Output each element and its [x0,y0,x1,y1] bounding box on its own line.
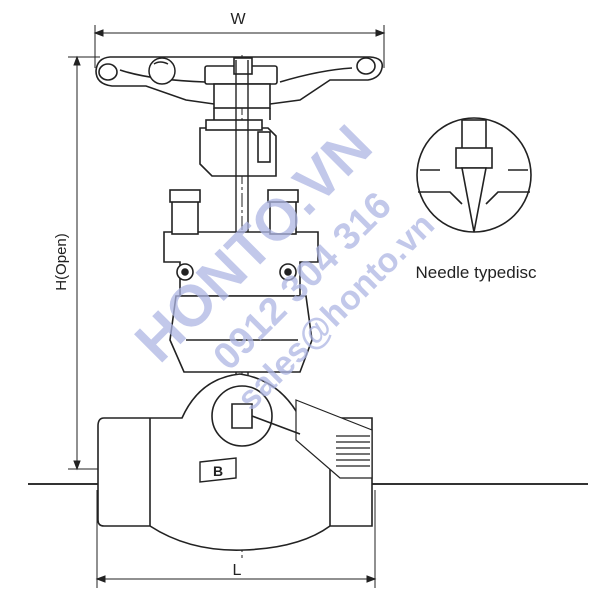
dimension-length [95,490,377,588]
bore [211,385,301,447]
height-label: H(Open) [53,233,70,291]
handwheel-knob [148,57,176,85]
length-label: L [233,562,242,579]
needle-disc-detail [416,117,532,233]
width-label: W [230,11,246,28]
bonnet [169,295,313,373]
dimension-width [93,25,386,68]
dimension-height [68,55,100,471]
watermark: HONTO.VN 0912 304 316 sales@honto.vn [123,113,442,418]
detail-caption: Needle typedisc [416,263,537,282]
gland-flange [163,189,319,297]
section-marker [199,457,237,483]
handwheel [95,56,384,109]
section-marker-label: B [213,463,223,479]
yoke [199,108,277,177]
